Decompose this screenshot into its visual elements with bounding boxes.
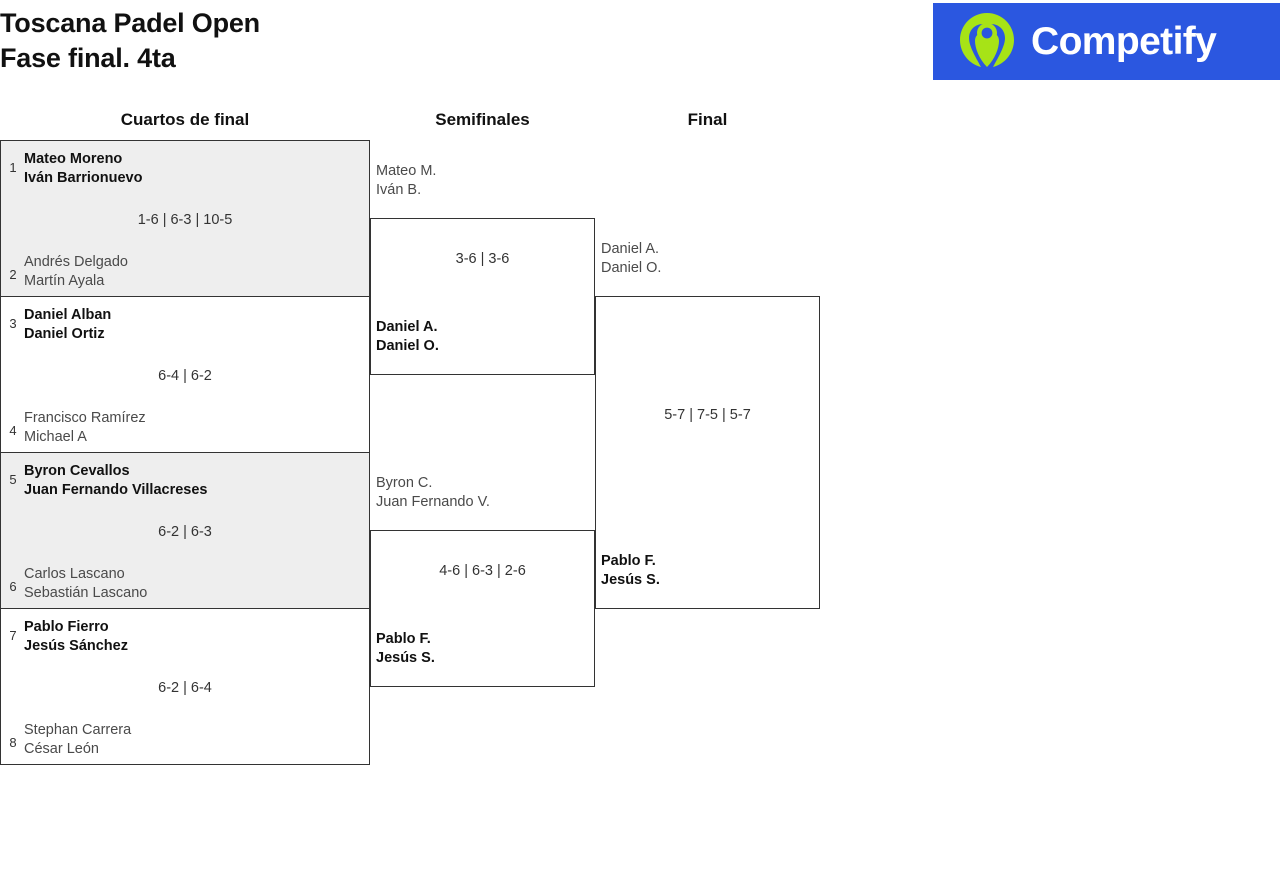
seed-number: 3	[9, 316, 17, 331]
match-score-qf-3: 6-2 | 6-3	[158, 524, 212, 540]
round-header-final: Final	[687, 110, 728, 129]
match-box-sf-1[interactable]	[370, 218, 595, 375]
team-name-sf-1-top: Mateo M. Iván B.	[376, 163, 437, 198]
team-name-sf-2-top: Byron C. Juan Fernando V.	[376, 475, 490, 510]
seed-number: 2	[9, 267, 17, 282]
team-name-qf-1-bottom: Andrés Delgado Martín Ayala	[24, 254, 128, 289]
match-box-final[interactable]	[595, 296, 820, 609]
team-name-sf-1-bottom: Daniel A. Daniel O.	[376, 319, 439, 354]
match-box-qf-1[interactable]	[0, 140, 370, 297]
match-score-qf-1: 1-6 | 6-3 | 10-5	[137, 212, 233, 228]
team-name-qf-2-bottom: Francisco Ramírez Michael A	[24, 410, 146, 445]
competify-logo: Competify	[933, 3, 1280, 80]
match-box-qf-4[interactable]	[0, 608, 370, 765]
team-name-final-top: Daniel A. Daniel O.	[601, 241, 662, 276]
match-score-sf-2: 4-6 | 6-3 | 2-6	[439, 563, 526, 579]
seed-number: 8	[9, 735, 17, 750]
round-header-quarterfinals: Cuartos de final	[120, 110, 250, 129]
person-in-circle-icon	[955, 10, 1019, 74]
team-name-sf-2-bottom: Pablo F. Jesús S.	[376, 631, 435, 666]
match-box-sf-2[interactable]	[370, 530, 595, 687]
seed-number: 4	[9, 423, 17, 438]
team-name-qf-3-top: Byron Cevallos Juan Fernando Villacreses	[24, 463, 208, 498]
match-score-final: 5-7 | 7-5 | 5-7	[664, 407, 751, 423]
seed-number: 7	[9, 628, 17, 643]
tournament-bracket: 1 Mateo Moreno Iván Barrionuevo 1-6 | 6-…	[0, 140, 830, 780]
team-name-qf-1-top: Mateo Moreno Iván Barrionuevo	[24, 151, 143, 186]
seed-number: 5	[9, 472, 17, 487]
brand-wordmark: Competify	[1031, 20, 1217, 63]
seed-number: 6	[9, 579, 17, 594]
team-name-qf-2-top: Daniel Alban Daniel Ortiz	[24, 307, 112, 342]
round-header-semifinals: Semifinales	[435, 110, 530, 129]
match-score-qf-4: 6-2 | 6-4	[158, 680, 212, 696]
team-name-qf-4-top: Pablo Fierro Jesús Sánchez	[24, 619, 128, 654]
team-name-qf-3-bottom: Carlos Lascano Sebastián Lascano	[24, 566, 148, 601]
match-box-qf-2[interactable]	[0, 296, 370, 453]
match-score-sf-1: 3-6 | 3-6	[455, 251, 510, 267]
team-name-qf-4-bottom: Stephan Carrera César León	[24, 722, 132, 757]
match-score-qf-2: 6-4 | 6-2	[158, 368, 212, 384]
team-name-final-bottom: Pablo F. Jesús S.	[601, 553, 660, 588]
seed-number: 1	[9, 160, 17, 175]
match-box-qf-3[interactable]	[0, 452, 370, 609]
page-title: Toscana Padel Open Fase final. 4ta	[0, 8, 260, 73]
